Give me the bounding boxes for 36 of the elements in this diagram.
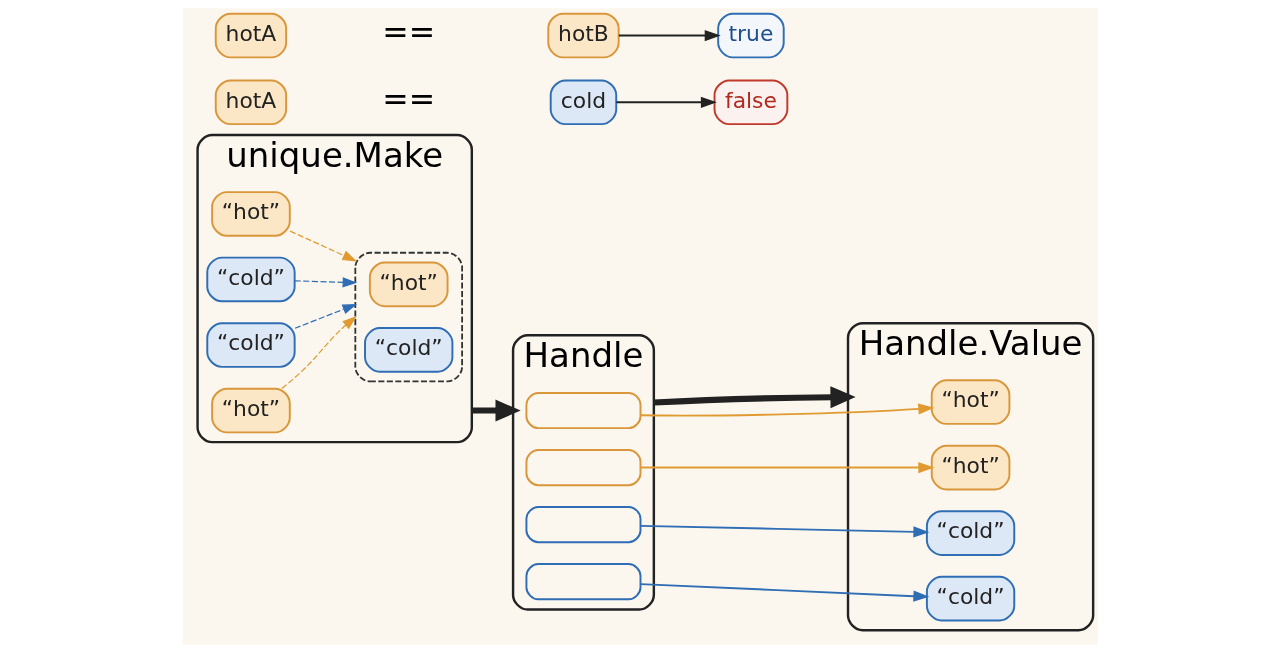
node-box: “hot” [368,261,449,308]
node-box: “hot” [210,191,291,237]
node-box: “cold” [925,575,1015,622]
node-box: “cold” [205,256,296,303]
arrow [639,583,929,602]
arrow [639,461,934,474]
node-box: false [713,79,788,126]
node-box [524,563,641,601]
node-box: hotB [546,12,620,59]
node-box: “cold” [363,327,453,373]
node-box: cold [549,79,617,126]
node-box: “cold” [205,322,296,368]
node-box: hotA [214,79,287,126]
label: == [381,14,435,51]
node-box [524,391,641,430]
node-box: “cold” [925,510,1015,556]
arrow [280,315,357,390]
node-box: hotA [214,12,287,59]
label: == [381,80,435,117]
node-box: “hot” [210,387,291,434]
node-box: “hot” [930,379,1010,425]
arrow [471,399,521,422]
arrow [615,96,717,108]
arrow [617,29,721,42]
node-box [524,449,641,487]
arrow [639,524,929,538]
cluster [353,251,463,383]
cluster: Handle [511,334,655,611]
arrow [653,386,856,409]
node-box: true [716,12,785,59]
arrow [293,277,357,288]
arrow [293,304,357,329]
node-box [524,506,641,544]
arrow [289,230,357,262]
arrow [639,403,934,417]
node-box: “hot” [930,444,1010,491]
